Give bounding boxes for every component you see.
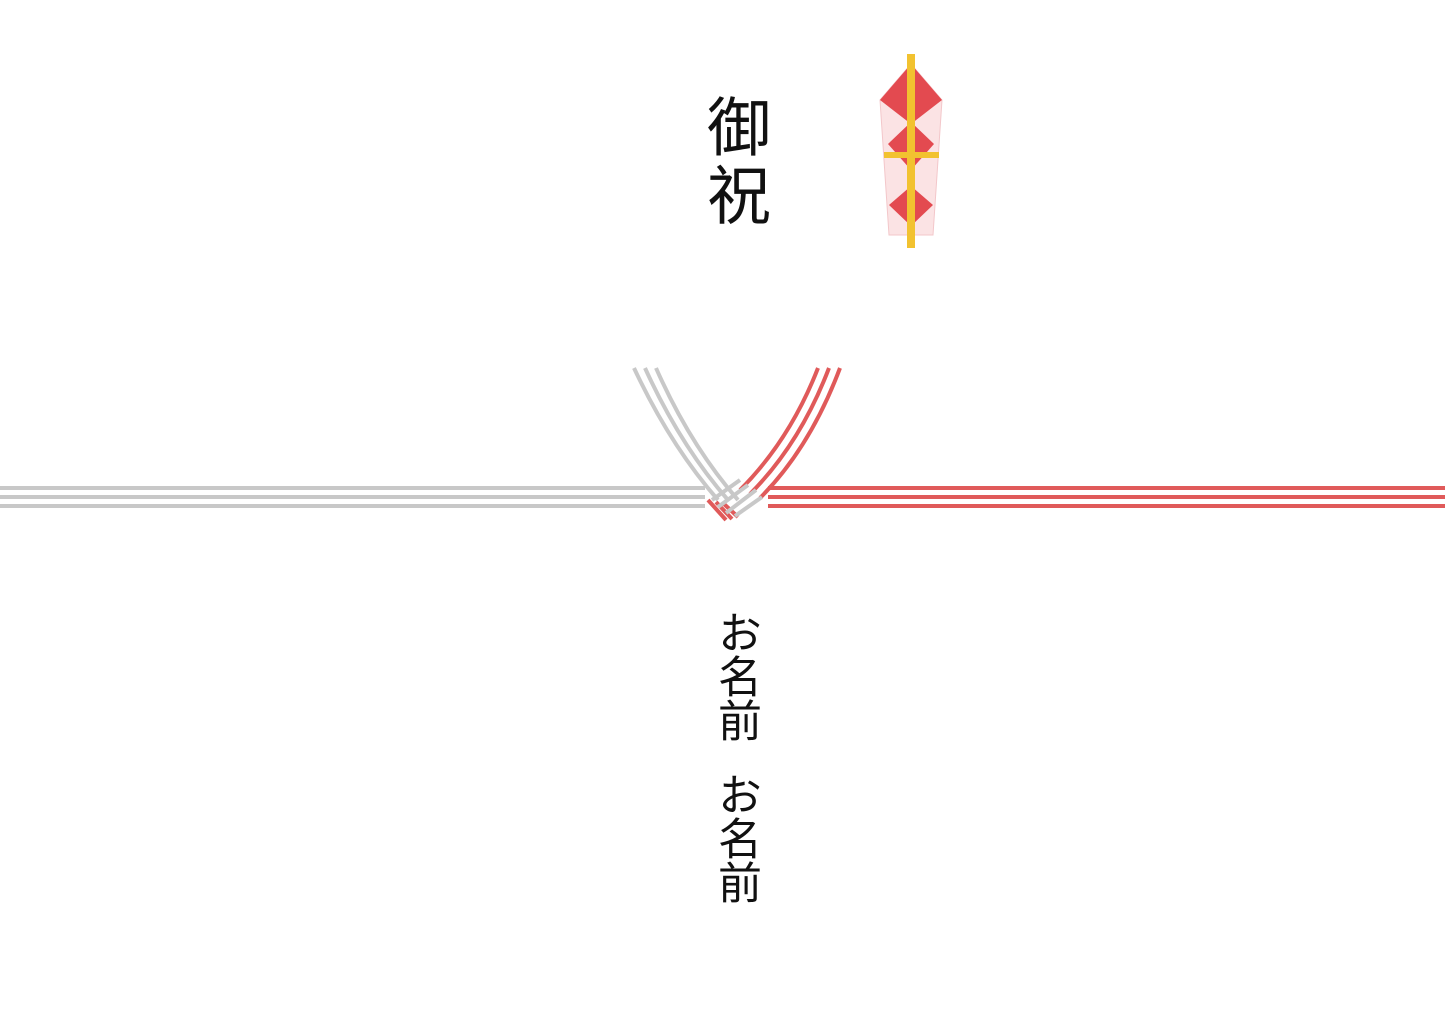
noshi-ornament: [879, 54, 943, 248]
mizuhiki-right-cords: [738, 367, 1445, 508]
mizuhiki-knot: [706, 478, 764, 522]
mizuhiki-left-cords: [0, 367, 740, 508]
giver-name-1: お名前: [710, 610, 761, 742]
giver-name-2: お名前: [710, 772, 761, 904]
noshi-vertical-band: [907, 54, 915, 248]
noshi-horizontal-band: [884, 152, 939, 158]
omote-gaki-title: 御祝: [696, 94, 770, 230]
